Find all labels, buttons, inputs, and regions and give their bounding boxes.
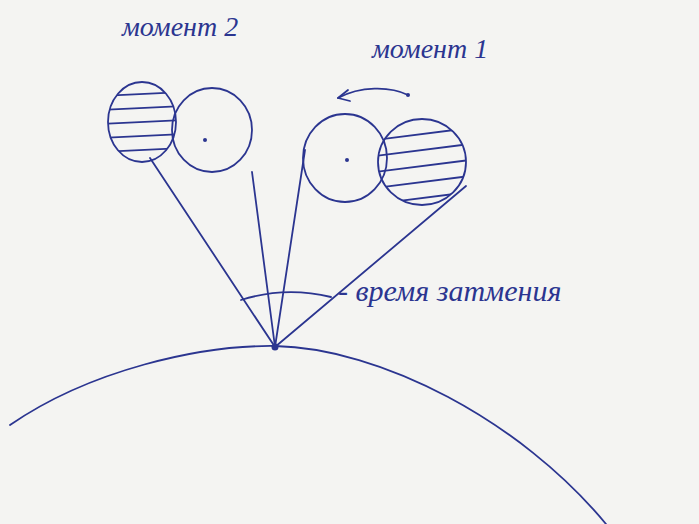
- angle-arc: [241, 292, 331, 300]
- sun-disc: [303, 114, 387, 202]
- sight-line: [150, 158, 275, 347]
- hatching: [375, 128, 470, 204]
- arrow-tail: [406, 93, 410, 97]
- center-dot: [203, 138, 207, 142]
- observer-point: [272, 344, 279, 351]
- handwritten-label: момент 2: [122, 12, 238, 43]
- sun-disc: [172, 88, 252, 172]
- sight-line: [275, 186, 466, 347]
- arrow-head: [338, 90, 350, 101]
- center-dot: [345, 158, 349, 162]
- handwritten-label: - время затмения: [338, 274, 561, 307]
- sight-line: [275, 150, 305, 347]
- planet-surface: [10, 346, 606, 524]
- handwritten-label: момент 1: [372, 34, 488, 65]
- sight-line: [252, 172, 275, 347]
